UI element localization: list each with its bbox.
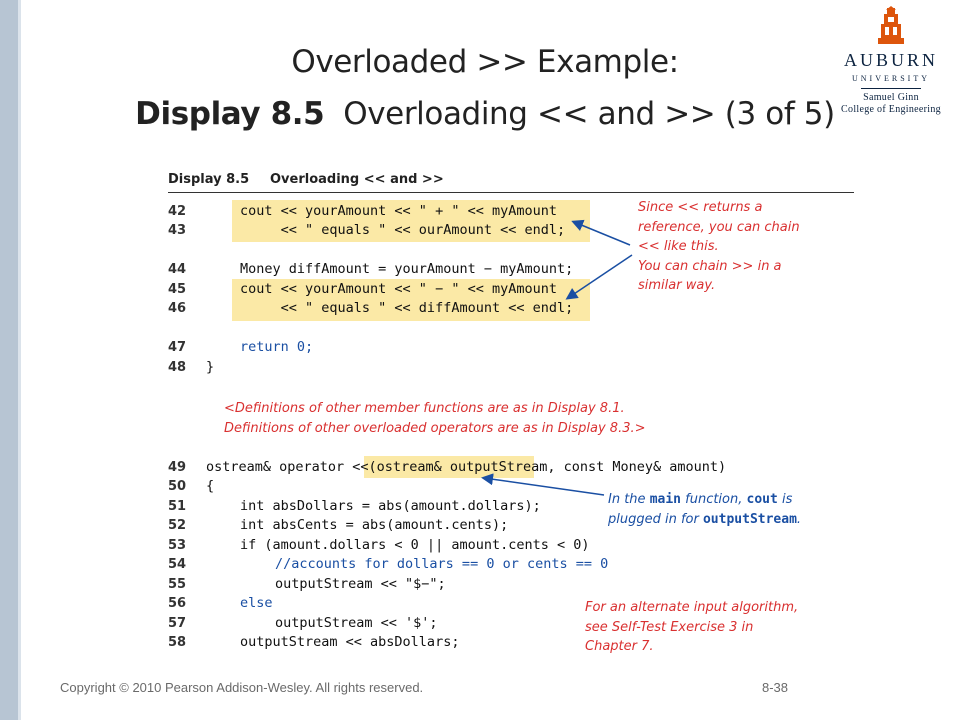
code-line-57: outputStream << '$'; (275, 615, 438, 631)
code-line-58: outputStream << absDollars; (240, 634, 460, 650)
logo-auburn-text: AUBURN (843, 50, 938, 70)
code-line-54: //accounts for dollars == 0 or cents == … (275, 556, 609, 572)
code-line-47: return 0; (240, 339, 314, 355)
line-number: 58 (168, 635, 187, 650)
arrow-to-line-45 (565, 254, 633, 300)
definitions-note: <Definitions of other member functions a… (224, 401, 646, 436)
slide-title-line1: Overloaded >> Example: (291, 44, 679, 80)
code-line-53: if (amount.dollars < 0 || amount.cents <… (240, 537, 590, 553)
line-number: 50 (168, 479, 187, 494)
alternate-algorithm-note: For an alternate input algorithm, see Se… (585, 600, 799, 654)
display-header: Display 8.5 Overloading << and >> (168, 172, 854, 192)
auburn-logo: AUBURN UNIVERSITY Samuel Ginn College of… (826, 6, 956, 121)
left-decorative-bar-edge (18, 0, 21, 720)
arrow-to-output-stream (481, 473, 605, 496)
line-number: 53 (168, 538, 187, 553)
line-number: 46 (168, 301, 187, 316)
line-number: 43 (168, 223, 187, 238)
logo-university-text: UNIVERSITY (852, 74, 930, 83)
line-number: 48 (168, 360, 187, 375)
display-title: Overloading << and >> (270, 172, 444, 187)
main-function-note: In the main function, cout is plugged in… (608, 492, 802, 527)
arrow-to-line-42 (571, 219, 631, 246)
line-number: 56 (168, 596, 187, 611)
display-subtitle: Overloading << and >> (3 of 5) (343, 96, 835, 132)
line-number: 54 (168, 557, 187, 572)
code-line-56: else (240, 595, 273, 611)
line-number: 42 (168, 204, 187, 219)
line-number: 44 (168, 262, 187, 277)
line-number: 51 (168, 499, 187, 514)
line-number: 52 (168, 518, 187, 533)
logo-college-line2: College of Engineering (841, 104, 941, 115)
line-number: 55 (168, 577, 187, 592)
code-line-49: ostream& operator <<(ostream& outputStre… (206, 459, 727, 475)
code-line-43: << " equals " << ourAmount << endl; (240, 222, 566, 238)
code-line-45: cout << yourAmount << " − " << myAmount (240, 281, 557, 297)
logo-college-line1: Samuel Ginn (863, 92, 919, 103)
code-line-51: int absDollars = abs(amount.dollars); (240, 498, 541, 514)
highlight-block-2 (232, 279, 590, 321)
line-number: 57 (168, 616, 187, 631)
logo-divider (861, 88, 921, 89)
copyright-footer: Copyright © 2010 Pearson Addison-Wesley.… (60, 680, 424, 695)
chain-note: Since << returns a reference, you can ch… (638, 200, 800, 293)
line-number: 47 (168, 340, 187, 355)
tower-icon (878, 6, 904, 44)
code-line-42: cout << yourAmount << " + " << myAmount (240, 203, 557, 219)
display-header-rule (168, 192, 854, 193)
code-line-50: { (206, 478, 215, 494)
left-decorative-bar (0, 0, 18, 720)
code-line-46: << " equals " << diffAmount << endl; (240, 300, 574, 316)
code-line-52: int absCents = abs(amount.cents); (240, 517, 509, 533)
slide-title-line2: Display 8.5 Overloading << and >> (3 of … (90, 96, 880, 132)
code-line-44: Money diffAmount = yourAmount − myAmount… (240, 261, 574, 277)
display-label: Display 8.5 (168, 172, 250, 187)
display-number: Display 8.5 (135, 96, 325, 132)
line-number: 49 (168, 460, 187, 475)
page-number: 8-38 (762, 680, 789, 695)
highlight-block-1 (232, 200, 590, 242)
code-line-48: } (206, 359, 215, 375)
line-number: 45 (168, 282, 187, 297)
highlight-param (364, 456, 534, 478)
code-line-55: outputStream << "$−"; (275, 576, 446, 592)
